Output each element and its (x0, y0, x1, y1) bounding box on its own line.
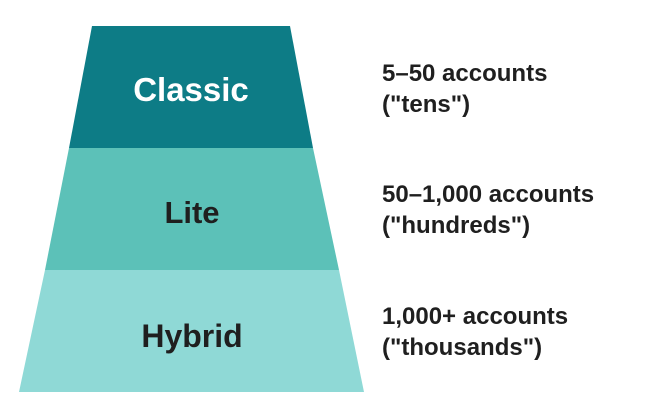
tier-scale-lite: ("hundreds") (382, 212, 531, 239)
tier-name-lite: Lite (164, 195, 219, 230)
tier-description-hybrid: 1,000+ accounts ("thousands") (382, 301, 568, 363)
tier-band-classic (69, 26, 313, 148)
tier-name-hybrid: Hybrid (141, 318, 242, 354)
tier-scale-hybrid: ("thousands") (382, 334, 543, 361)
tier-range-hybrid: 1,000+ accounts (382, 303, 569, 330)
tier-name-classic: Classic (133, 71, 249, 108)
tier-range-lite: 50–1,000 accounts (382, 181, 595, 208)
tier-range-classic: 5–50 accounts (382, 60, 548, 87)
tier-band-lite (45, 148, 339, 270)
tier-description-classic: 5–50 accounts ("tens") (382, 58, 547, 120)
tier-scale-classic: ("tens") (382, 91, 471, 118)
tier-description-lite: 50–1,000 accounts ("hundreds") (382, 179, 594, 241)
tier-band-hybrid (19, 270, 364, 392)
